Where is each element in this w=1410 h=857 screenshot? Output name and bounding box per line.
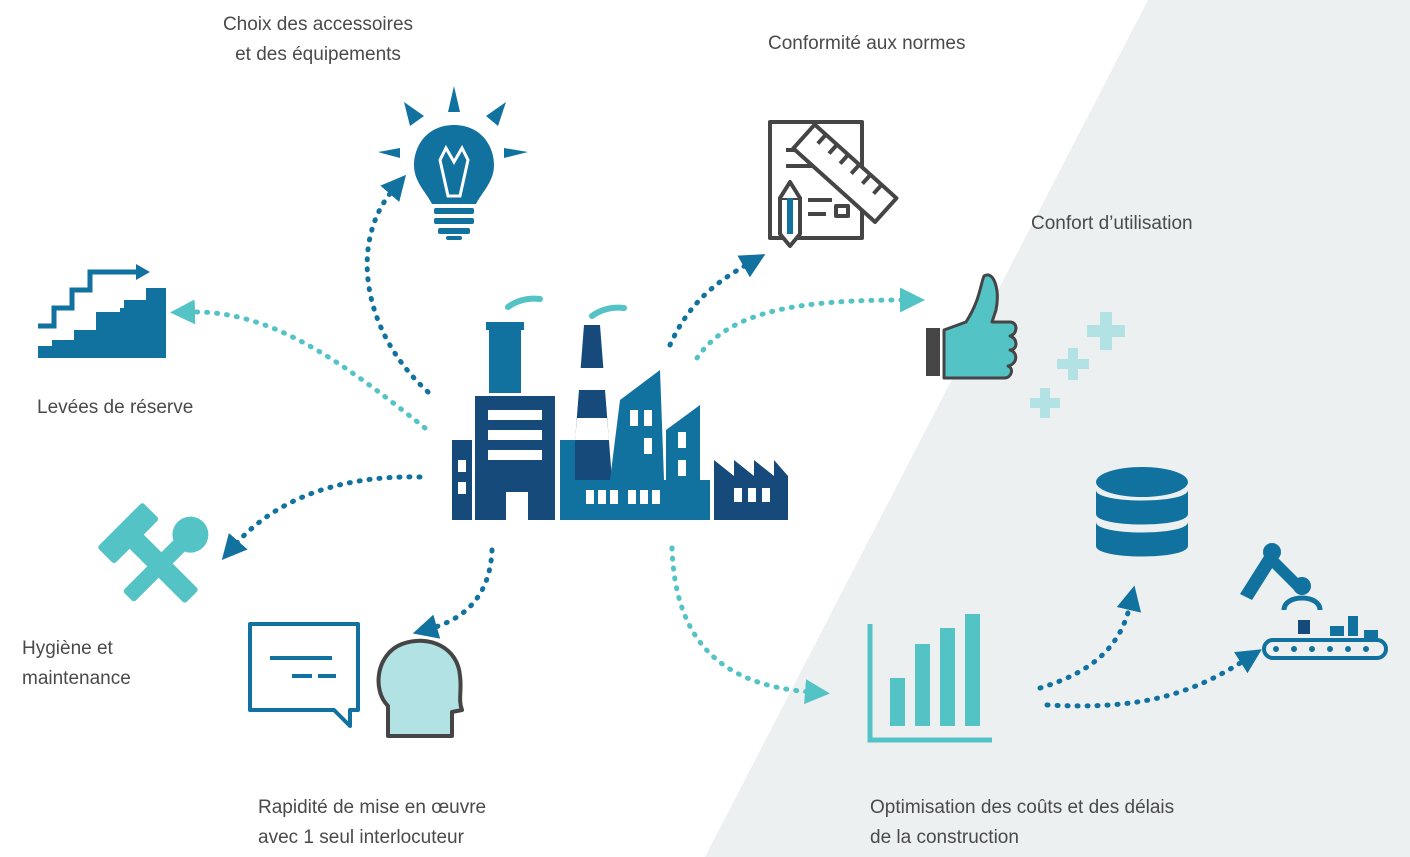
factory-icon: [452, 295, 788, 520]
arrow-to-speech-head: [412, 547, 495, 639]
arrow-to-robot: [1044, 649, 1262, 709]
stairs-arrow-icon: [38, 264, 166, 358]
plus-signs-icon: [1030, 312, 1125, 418]
thumbs-up-icon: [926, 273, 1018, 380]
label-speed-line2: avec 1 seul interlocuteur: [258, 827, 464, 848]
label-norms: Conformité aux normes: [768, 29, 965, 59]
label-comfort: Confort d’utilisation: [1031, 209, 1193, 239]
gray-panel: [705, 0, 1410, 857]
label-speed-line1: Rapidité de mise en œuvre: [258, 797, 487, 818]
label-accessories-line1: Choix des accessoires: [222, 14, 414, 35]
label-hygiene-line1: Hygiène et: [22, 638, 113, 659]
label-accessories-line2: et des équipements: [235, 44, 401, 65]
bar-chart-icon-bar: [965, 614, 980, 726]
label-optimisation: Optimisation des coûts et des délais de …: [870, 793, 1174, 853]
bar-chart-icon: [867, 614, 992, 743]
lightbulb-icon: [378, 86, 528, 240]
bar-chart-icon-bar: [915, 644, 930, 726]
label-hygiene: Hygiène et maintenance: [22, 634, 131, 694]
label-optimisation-line1: Optimisation des coûts et des délais: [870, 797, 1175, 818]
arrow-to-lightbulb: [364, 174, 431, 395]
label-reserve: Levées de réserve: [37, 393, 193, 423]
bar-chart-icon-bar: [890, 678, 905, 726]
label-hygiene-line2: maintenance: [22, 668, 131, 689]
arrow-to-database: [1037, 585, 1142, 691]
speech-head-icon: [248, 622, 464, 738]
bar-chart-icon-bar: [940, 628, 955, 726]
robot-arm-conveyor-icon: [1240, 543, 1388, 660]
tools-icon: [98, 503, 209, 603]
label-norms-line1: Conformité aux normes: [768, 33, 966, 54]
arrow-to-stairs: [170, 299, 428, 431]
arrow-to-document: [667, 254, 766, 348]
label-optimisation-line2: de la construction: [870, 827, 1019, 848]
label-accessories: Choix des accessoires et des équipements: [210, 10, 426, 70]
document-ruler-pencil-icon: [768, 120, 899, 248]
arrow-to-thumbs-up: [694, 287, 925, 361]
arrow-to-bar-chart: [669, 545, 830, 705]
arrows: [170, 174, 1262, 709]
label-comfort-line1: Confort d’utilisation: [1031, 213, 1193, 234]
arrow-to-tools: [221, 474, 423, 561]
label-reserve-line1: Levées de réserve: [37, 397, 194, 418]
label-speed: Rapidité de mise en œuvre avec 1 seul in…: [258, 793, 486, 853]
database-icon: [1096, 467, 1188, 557]
